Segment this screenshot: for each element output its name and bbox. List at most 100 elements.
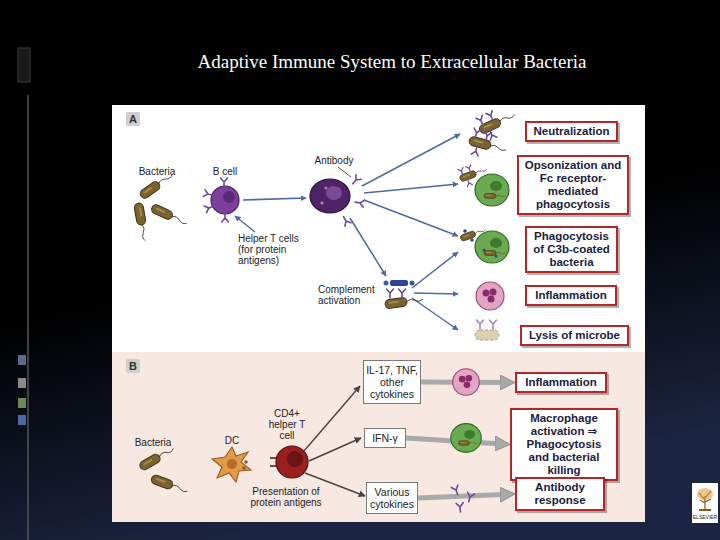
figure-panel: B IL-17, TNF, other cytokinesIFN-γVarious… [112, 352, 645, 522]
complement-complex [384, 281, 389, 286]
outcome-box: Lysis of microbe [520, 325, 629, 346]
cytokine-arrows [309, 438, 361, 461]
effector-arrows [414, 293, 458, 294]
secreted-antibodies [354, 199, 364, 207]
publisher-logo [697, 488, 713, 500]
effector-arrows [412, 252, 458, 288]
side-squares [18, 355, 26, 365]
c3b-phagocytosis [460, 227, 487, 242]
dendritic-cell [242, 466, 246, 470]
side-squares [18, 398, 26, 408]
dendritic-cell [227, 459, 237, 469]
b-cell [211, 186, 239, 214]
outcome-text: Opsonization and Fc receptor-mediated ph… [522, 159, 624, 211]
bacteria-cluster [138, 171, 174, 200]
effector-arrows [350, 218, 386, 276]
publisher-name: ELSEVIER [691, 514, 719, 520]
outcome-text: Antibody response [520, 481, 600, 507]
antibodies [465, 492, 474, 503]
effector-arrows [362, 134, 460, 186]
secreted-antibodies [340, 175, 364, 227]
outcome-text: Phagocytosis of C3b-coated bacteria [530, 230, 613, 269]
inflammation-cell [476, 282, 504, 310]
complement-complex [387, 289, 394, 298]
cytokine-box: IL-17, TNF, other cytokines [363, 360, 421, 404]
cytokine-text: Various cytokines [369, 486, 415, 510]
helper-t-cell [276, 446, 308, 478]
publisher-logo [692, 483, 718, 523]
inflammation-cell [476, 282, 504, 310]
outcome-text: Lysis of microbe [525, 329, 624, 342]
publisher-logo [692, 483, 718, 523]
secreted-antibodies [350, 175, 361, 186]
side-rule [27, 95, 29, 540]
helper-t-cell [270, 458, 276, 466]
neutralized-bacteria [466, 103, 520, 163]
outcome-text: Macrophage activation ⇒ Phagocytosis and… [515, 412, 613, 477]
leader-line [338, 167, 351, 177]
outcome-box: Phagocytosis of C3b-coated bacteria [525, 226, 618, 273]
helper-t-cell [270, 446, 308, 478]
activated-macrophage [451, 424, 482, 453]
bacteria-cluster [138, 445, 189, 496]
c3b-phagocytosis [460, 227, 509, 263]
cytokine-arrow [406, 438, 498, 444]
bacteria-cluster [138, 445, 175, 472]
plasma-cell [325, 187, 328, 190]
activation-arrow [243, 198, 306, 200]
side-squares [18, 415, 26, 425]
complement-complex [384, 280, 424, 309]
cytokine-arrows [305, 473, 365, 496]
neutralized-bacteria [466, 128, 509, 163]
panel-letter: B [126, 359, 140, 373]
outcome-text: Inflammation [530, 289, 612, 302]
publisher-logo [699, 509, 711, 511]
dendritic-cell [212, 447, 251, 482]
c3b-phagocytosis [483, 249, 486, 252]
outcome-box: Inflammation [525, 285, 617, 306]
outcome-text: Inflammation [520, 376, 602, 389]
cytokine-arrow [421, 380, 503, 385]
cytokine-box: IFN-γ [364, 428, 406, 448]
b-cell [204, 203, 215, 213]
b-cell [203, 178, 239, 222]
secreted-antibodies [340, 215, 351, 226]
complement-complex [384, 295, 423, 309]
complement-complex [399, 289, 406, 298]
lysed-bacterium [490, 320, 497, 329]
plasma-cell [310, 179, 350, 213]
outcome-text: Neutralization [530, 125, 613, 138]
neutralized-bacteria [475, 103, 520, 143]
c3b-phagocytosis [475, 231, 509, 263]
b-cell [221, 178, 228, 187]
c3b-phagocytosis [495, 255, 498, 258]
side-squares [18, 355, 26, 425]
effector-arrows [412, 298, 458, 330]
fc-phagocytosis [484, 194, 505, 199]
dendritic-cell [212, 447, 251, 482]
bacteria-cluster [150, 474, 189, 495]
panel-letter: A [126, 112, 140, 126]
outcome-box: Antibody response [515, 477, 605, 511]
complement-complex [390, 280, 408, 286]
lysed-bacterium [475, 320, 499, 340]
b-cell [223, 191, 235, 203]
cytokine-arrow [418, 494, 503, 498]
outcome-box: Neutralization [525, 121, 618, 142]
inflammation-cell [453, 369, 480, 396]
effector-arrows [364, 184, 458, 193]
slide-title: Adaptive Immune System to Extracellular … [142, 51, 642, 73]
fc-phagocytosis [457, 160, 490, 188]
activated-macrophage [459, 441, 478, 446]
fc-phagocytosis [457, 160, 509, 206]
outcome-box: Macrophage activation ⇒ Phagocytosis and… [510, 408, 618, 481]
cytokine-arrows [304, 386, 365, 496]
helper-t-cell [287, 451, 303, 467]
lysed-bacterium [475, 330, 499, 340]
antibodies [451, 485, 474, 512]
complement-complex [410, 281, 415, 286]
outcome-box: Opsonization and Fc receptor-mediated ph… [517, 155, 629, 215]
antibodies [456, 503, 464, 513]
